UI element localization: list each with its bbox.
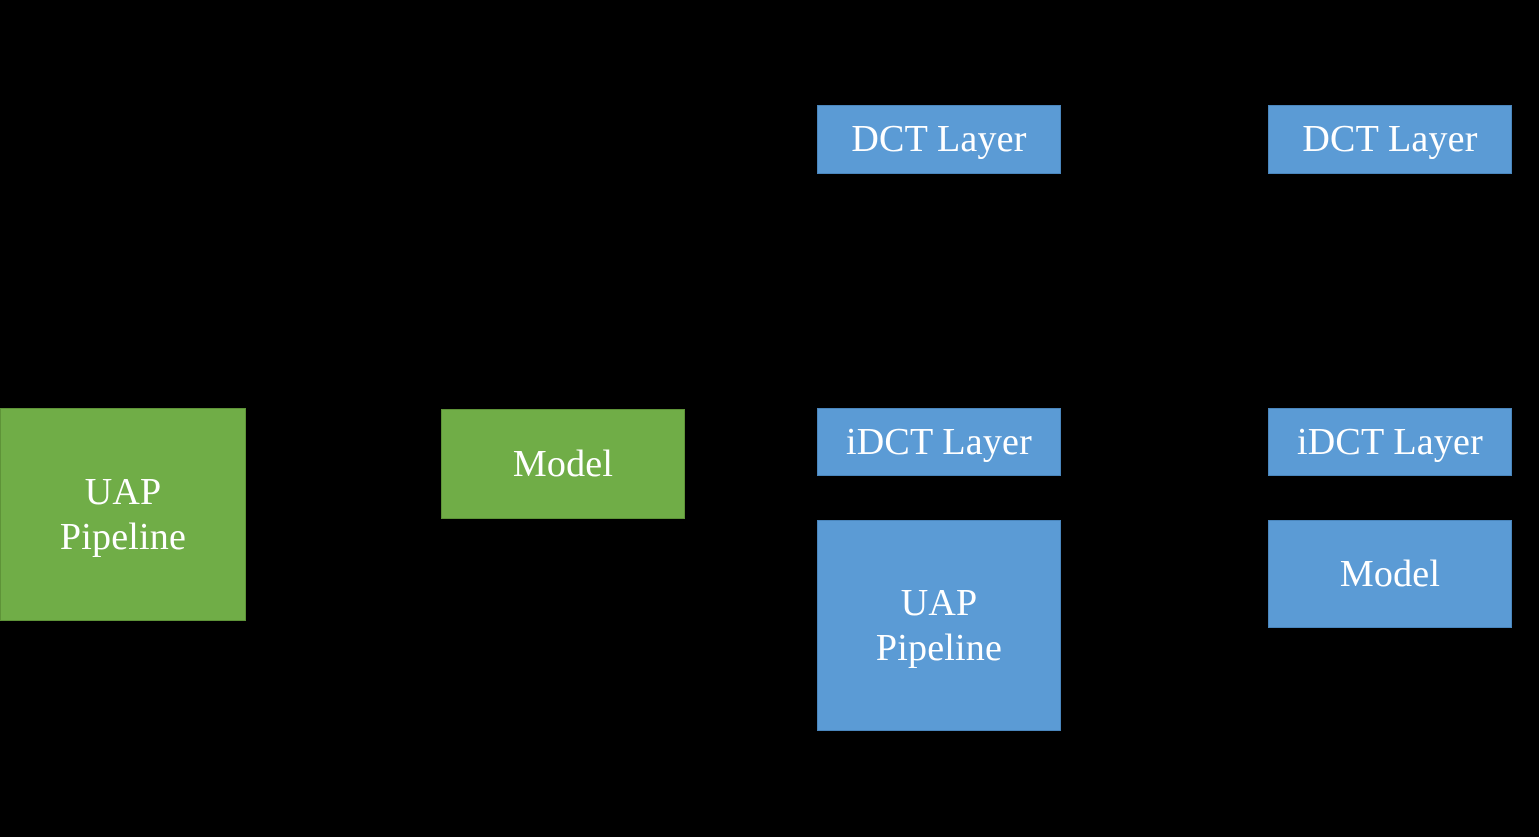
node-model-blue[interactable]: Model xyxy=(1268,520,1512,628)
node-idct-layer-col3[interactable]: iDCT Layer xyxy=(817,408,1061,476)
node-model-green[interactable]: Model xyxy=(441,409,685,519)
node-uap-pipeline-green[interactable]: UAP Pipeline xyxy=(0,408,246,621)
node-label: iDCT Layer xyxy=(1297,420,1483,463)
node-label: iDCT Layer xyxy=(846,420,1032,463)
node-label: Model xyxy=(512,442,614,485)
node-label: UAP Pipeline xyxy=(875,581,1003,669)
node-label: UAP Pipeline xyxy=(59,470,187,558)
node-uap-pipeline-blue[interactable]: UAP Pipeline xyxy=(817,520,1061,731)
node-label: Model xyxy=(1339,552,1441,595)
node-label: DCT Layer xyxy=(1302,118,1478,161)
node-dct-layer-col4[interactable]: DCT Layer xyxy=(1268,105,1512,174)
node-dct-layer-col3[interactable]: DCT Layer xyxy=(817,105,1061,174)
node-idct-layer-col4[interactable]: iDCT Layer xyxy=(1268,408,1512,476)
node-label: DCT Layer xyxy=(851,118,1027,161)
